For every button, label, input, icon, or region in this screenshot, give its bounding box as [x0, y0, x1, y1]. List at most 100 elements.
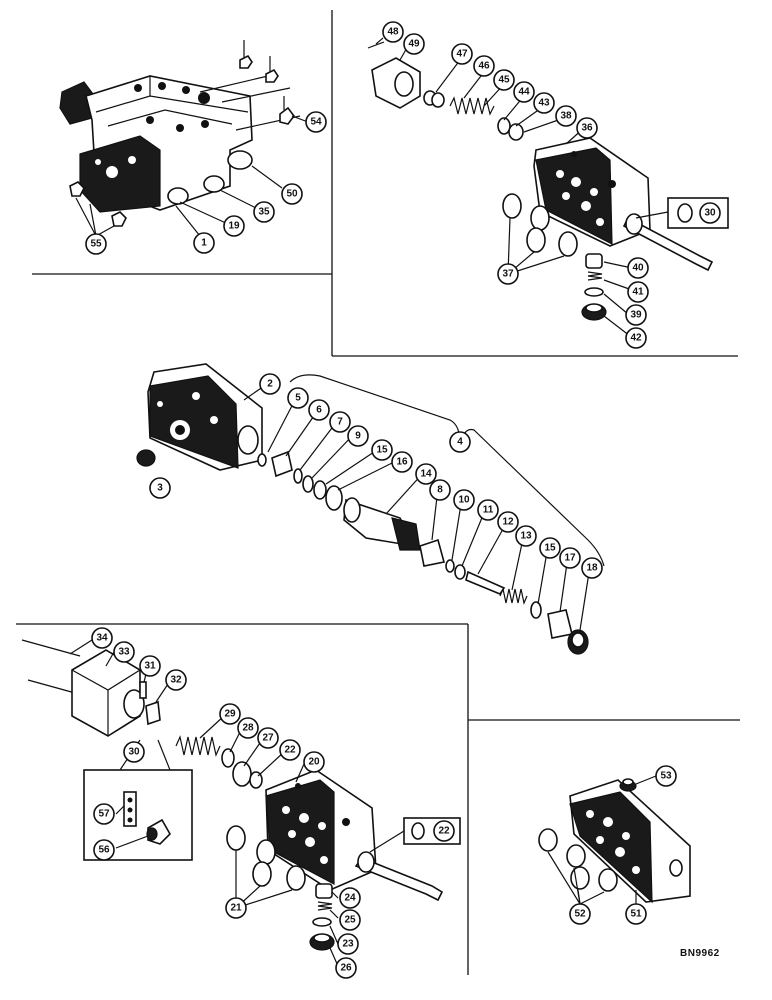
callout-6: 6 — [308, 399, 330, 421]
svg-text:2: 2 — [267, 379, 273, 390]
svg-text:7: 7 — [337, 417, 343, 428]
svg-text:11: 11 — [483, 505, 494, 516]
svg-text:5: 5 — [295, 393, 301, 404]
svg-text:42: 42 — [630, 333, 642, 344]
svg-text:37: 37 — [502, 269, 514, 280]
svg-text:33: 33 — [118, 647, 130, 658]
callout-49: 49 — [403, 33, 425, 55]
callout-23: 23 — [337, 933, 359, 955]
callout-12: 12 — [497, 511, 519, 533]
callout-21: 21 — [225, 897, 247, 919]
svg-text:27: 27 — [262, 733, 274, 744]
callouts-top-left: 54 50 35 19 1 55 — [85, 111, 327, 255]
svg-text:35: 35 — [258, 207, 270, 218]
svg-text:57: 57 — [98, 809, 110, 820]
svg-text:22: 22 — [438, 826, 450, 837]
callout-28: 28 — [237, 717, 259, 739]
svg-text:30: 30 — [128, 747, 140, 758]
callout-57: 57 — [93, 803, 115, 825]
callout-2: 2 — [259, 373, 281, 395]
svg-text:53: 53 — [660, 771, 672, 782]
callouts-middle: 2 3 5 6 7 9 15 16 4 14 8 10 11 12 13 15 … — [149, 373, 603, 579]
callout-44: 44 — [513, 81, 535, 103]
callout-41: 41 — [627, 281, 649, 303]
svg-text:16: 16 — [396, 457, 408, 468]
callout-24: 24 — [339, 887, 361, 909]
callout-37: 37 — [497, 263, 519, 285]
callout-29: 29 — [219, 703, 241, 725]
callout-54: 54 — [305, 111, 327, 133]
callout-38: 38 — [555, 105, 577, 127]
callout-22a: 22 — [279, 739, 301, 761]
svg-text:20: 20 — [308, 757, 320, 768]
callout-10: 10 — [453, 489, 475, 511]
svg-text:12: 12 — [502, 517, 514, 528]
svg-text:26: 26 — [340, 963, 352, 974]
callout-20: 20 — [303, 751, 325, 773]
callout-51: 51 — [625, 903, 647, 925]
reference-code: BN9962 — [680, 948, 720, 959]
svg-text:8: 8 — [437, 485, 443, 496]
svg-text:39: 39 — [630, 310, 642, 321]
svg-text:18: 18 — [586, 563, 598, 574]
callout-34: 34 — [91, 627, 113, 649]
svg-text:24: 24 — [344, 893, 356, 904]
svg-text:36: 36 — [581, 123, 593, 134]
svg-text:38: 38 — [560, 111, 572, 122]
callout-46: 46 — [473, 55, 495, 77]
callout-18: 18 — [581, 557, 603, 579]
valve-section-bottom-left — [21, 639, 461, 967]
callout-25: 25 — [339, 909, 361, 931]
valve-section-bottom-right — [538, 775, 691, 906]
svg-text:17: 17 — [564, 553, 576, 564]
svg-text:56: 56 — [98, 845, 110, 856]
valve-section-middle — [136, 363, 605, 655]
svg-text:4: 4 — [457, 437, 463, 448]
callouts-bottom-left: 34 33 31 32 29 28 27 22 20 30 57 56 22 2… — [91, 627, 455, 979]
callout-27: 27 — [257, 727, 279, 749]
callout-30: 30 — [699, 202, 721, 224]
svg-text:43: 43 — [538, 98, 550, 109]
svg-text:19: 19 — [228, 221, 240, 232]
section-dividers — [16, 10, 740, 975]
callout-56: 56 — [93, 839, 115, 861]
svg-text:14: 14 — [420, 469, 432, 480]
callout-55: 55 — [85, 233, 107, 255]
callout-11: 11 — [477, 499, 499, 521]
svg-text:47: 47 — [456, 49, 468, 60]
callout-30: 30 — [123, 741, 145, 763]
svg-text:13: 13 — [520, 531, 532, 542]
callout-36: 36 — [576, 117, 598, 139]
svg-text:32: 32 — [170, 675, 182, 686]
callout-33: 33 — [113, 641, 135, 663]
callout-31: 31 — [139, 655, 161, 677]
callout-7: 7 — [329, 411, 351, 433]
callout-19: 19 — [223, 215, 245, 237]
svg-text:3: 3 — [157, 483, 163, 494]
svg-text:6: 6 — [316, 405, 322, 416]
svg-text:15: 15 — [544, 543, 556, 554]
callout-48: 48 — [382, 21, 404, 43]
callout-13: 13 — [515, 525, 537, 547]
callout-50: 50 — [281, 183, 303, 205]
callout-3: 3 — [149, 477, 171, 499]
svg-text:25: 25 — [344, 915, 356, 926]
valve-section-top-right — [367, 37, 729, 337]
svg-text:34: 34 — [96, 633, 108, 644]
callout-15b: 15 — [539, 537, 561, 559]
svg-text:29: 29 — [224, 709, 236, 720]
callout-42: 42 — [625, 327, 647, 349]
callout-16: 16 — [391, 451, 413, 473]
callout-1: 1 — [193, 232, 215, 254]
svg-text:50: 50 — [286, 189, 298, 200]
callout-4: 4 — [449, 431, 471, 453]
callout-45: 45 — [493, 69, 515, 91]
svg-text:22: 22 — [284, 745, 296, 756]
callout-47: 47 — [451, 43, 473, 65]
svg-text:23: 23 — [342, 939, 354, 950]
svg-text:10: 10 — [458, 495, 470, 506]
callout-53: 53 — [655, 765, 677, 787]
svg-text:31: 31 — [144, 661, 156, 672]
svg-text:54: 54 — [310, 117, 322, 128]
